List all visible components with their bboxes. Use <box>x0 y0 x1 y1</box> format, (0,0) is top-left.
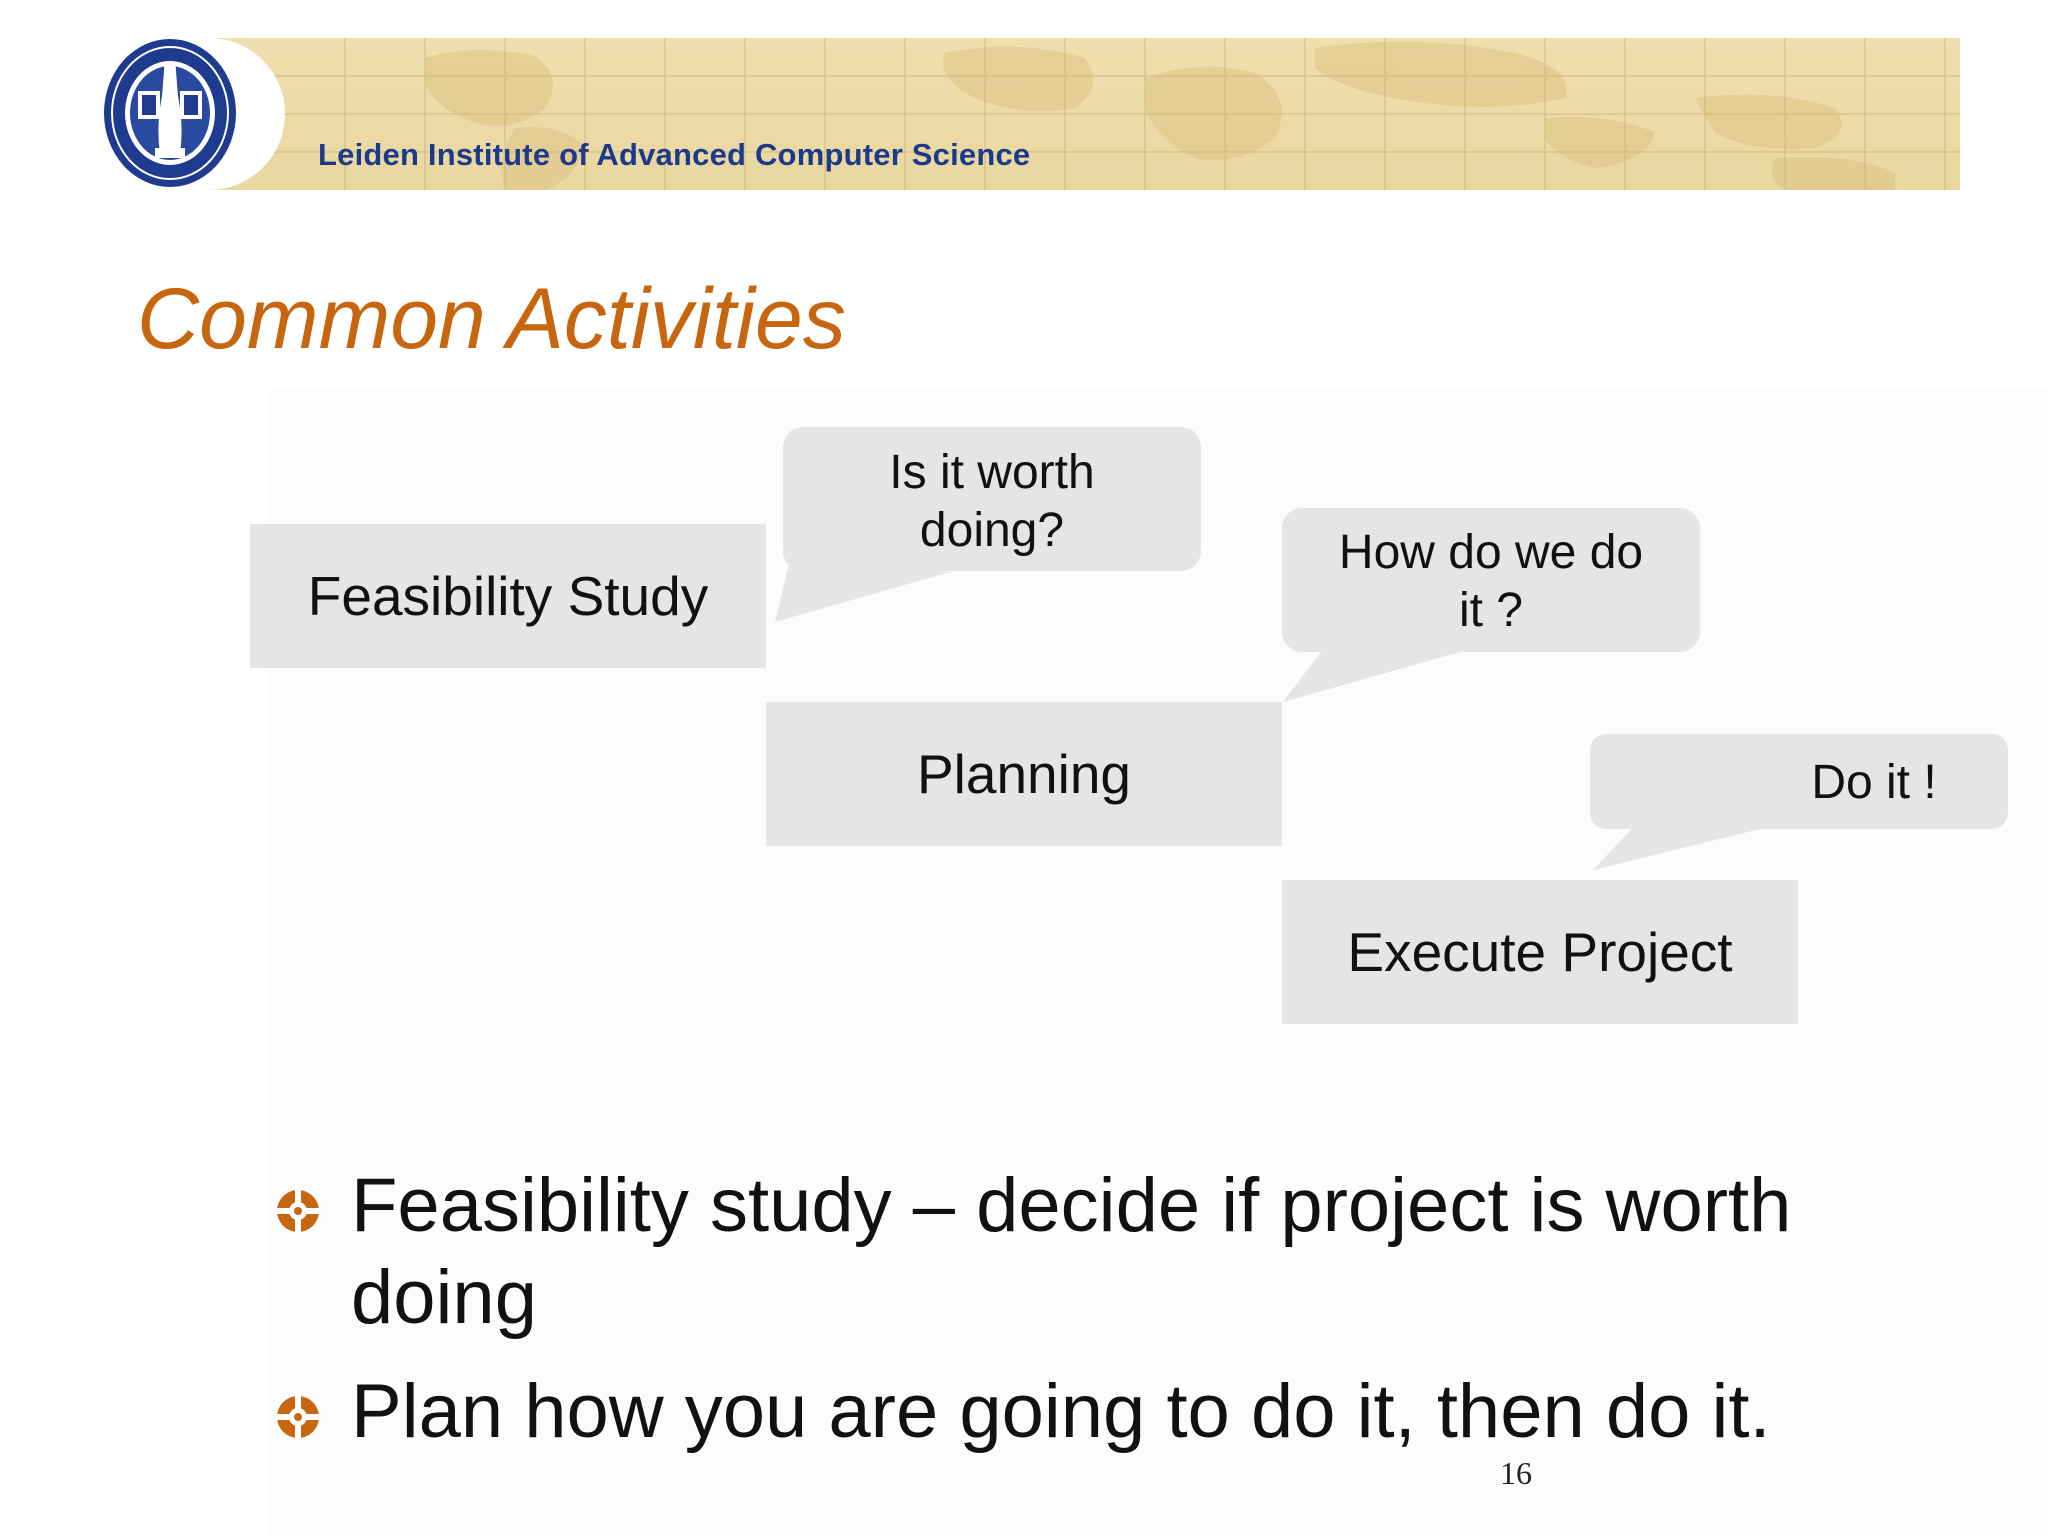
bubble-worth-doing-line-1: Is it worth <box>889 446 1095 499</box>
bubble-how-line-1: How do we do <box>1338 526 1644 579</box>
bullet-item-feasibility: Feasibility study – decide if project is… <box>275 1160 1971 1344</box>
crosshair-bullet-icon <box>275 1394 321 1440</box>
page-number: 16 <box>1500 1455 1532 1491</box>
bubble-how-line-2: it ? <box>1458 584 1523 637</box>
bubble-do-it-line-1: Do it ! <box>1811 755 1937 809</box>
bubble-worth-doing-shape <box>775 427 1201 622</box>
box-feasibility-study: Feasibility Study <box>250 524 766 668</box>
bubble-how-shape <box>1282 508 1700 702</box>
bullet-text-plan: Plan how you are going to do it, then do… <box>351 1369 1771 1454</box>
header-banner <box>95 38 1960 190</box>
bubble-do-it: Do it ! <box>1590 740 2008 825</box>
university-seal-logo <box>104 39 236 187</box>
bubble-do-it-shape <box>1590 734 2008 870</box>
box-planning: Planning <box>766 702 1282 846</box>
bullet-text-feasibility: Feasibility study – decide if project is… <box>351 1163 1792 1340</box>
bubble-worth-doing: Is it worth doing? <box>783 440 1201 564</box>
bullet-item-plan: Plan how you are going to do it, then do… <box>275 1366 1971 1458</box>
box-execute-project: Execute Project <box>1282 880 1798 1024</box>
institute-name: Leiden Institute of Advanced Computer Sc… <box>318 137 1031 172</box>
bubble-worth-doing-line-2: doing? <box>919 504 1065 557</box>
world-map-background <box>95 38 1960 190</box>
slide-title: Common Activities <box>137 271 846 367</box>
bubble-how: How do we do it ? <box>1282 520 1700 644</box>
crosshair-bullet-icon <box>275 1188 321 1234</box>
